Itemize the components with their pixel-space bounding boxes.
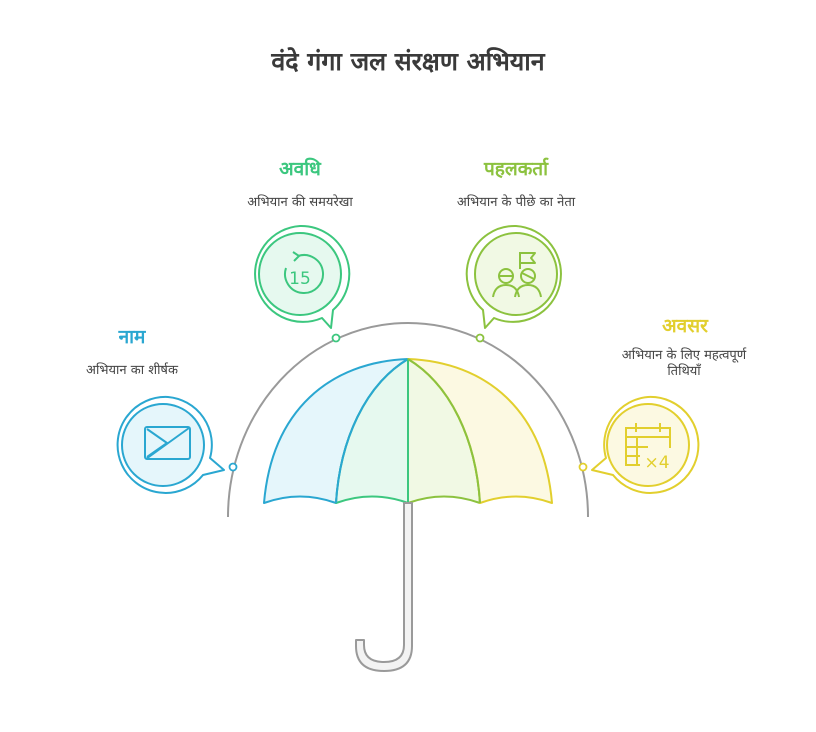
video-icon [144,426,191,460]
leader-team-icon [492,252,542,298]
desc-avsar-line2: तिथियाँ [667,364,701,379]
heading-avadhi: अवधि [279,158,321,180]
desc-avadhi: अभियान की समयरेखा [247,195,353,210]
heading-avsar: अवसर [662,315,708,337]
connector-dot-naam [228,462,238,472]
timer-15-icon [284,251,324,294]
heading-naam: नाम [118,326,146,348]
desc-avsar-line1: अभियान के लिए महत्वपूर्ण [621,348,747,363]
outer-arc [227,322,589,518]
heading-pahal: पहलकर्ता [483,158,549,180]
desc-naam: अभियान का शीर्षक [86,363,178,378]
badge-naam [116,395,225,494]
badge-avsar: ×4 [591,395,700,494]
badge-pahal [465,224,562,329]
page-title: वंदे गंगा जल संरक्षण अभियान [271,47,545,76]
calendar-icon [625,423,671,466]
calendar-multiplier-label: ×4 [644,453,669,473]
desc-avsar: अभियान के लिए महत्वपूर्ण तिथियाँ [596,348,772,380]
badge-avadhi: 15 [254,224,351,329]
connector-dot-pahal [475,333,485,343]
connector-dot-avadhi [331,333,341,343]
connector-dot-avsar [578,462,588,472]
timer-15-label: 15 [289,269,311,289]
desc-pahal: अभियान के पीछे का नेता [456,195,576,210]
umbrella-handle [355,502,413,672]
